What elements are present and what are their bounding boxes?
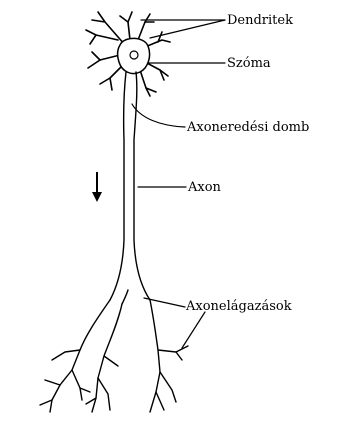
label-axoneredesi-domb: Axoneredési domb: [186, 120, 309, 135]
axon-terminals: [40, 300, 188, 412]
label-axonelagazasok: Axonelágazások: [185, 299, 292, 314]
label-axon: Axon: [187, 180, 222, 195]
soma: [118, 38, 150, 73]
label-dendritek: Dendritek: [227, 13, 293, 28]
axon-shaft: [110, 72, 150, 304]
label-szoma: Szóma: [227, 56, 271, 71]
down-arrow-icon: [92, 172, 102, 202]
